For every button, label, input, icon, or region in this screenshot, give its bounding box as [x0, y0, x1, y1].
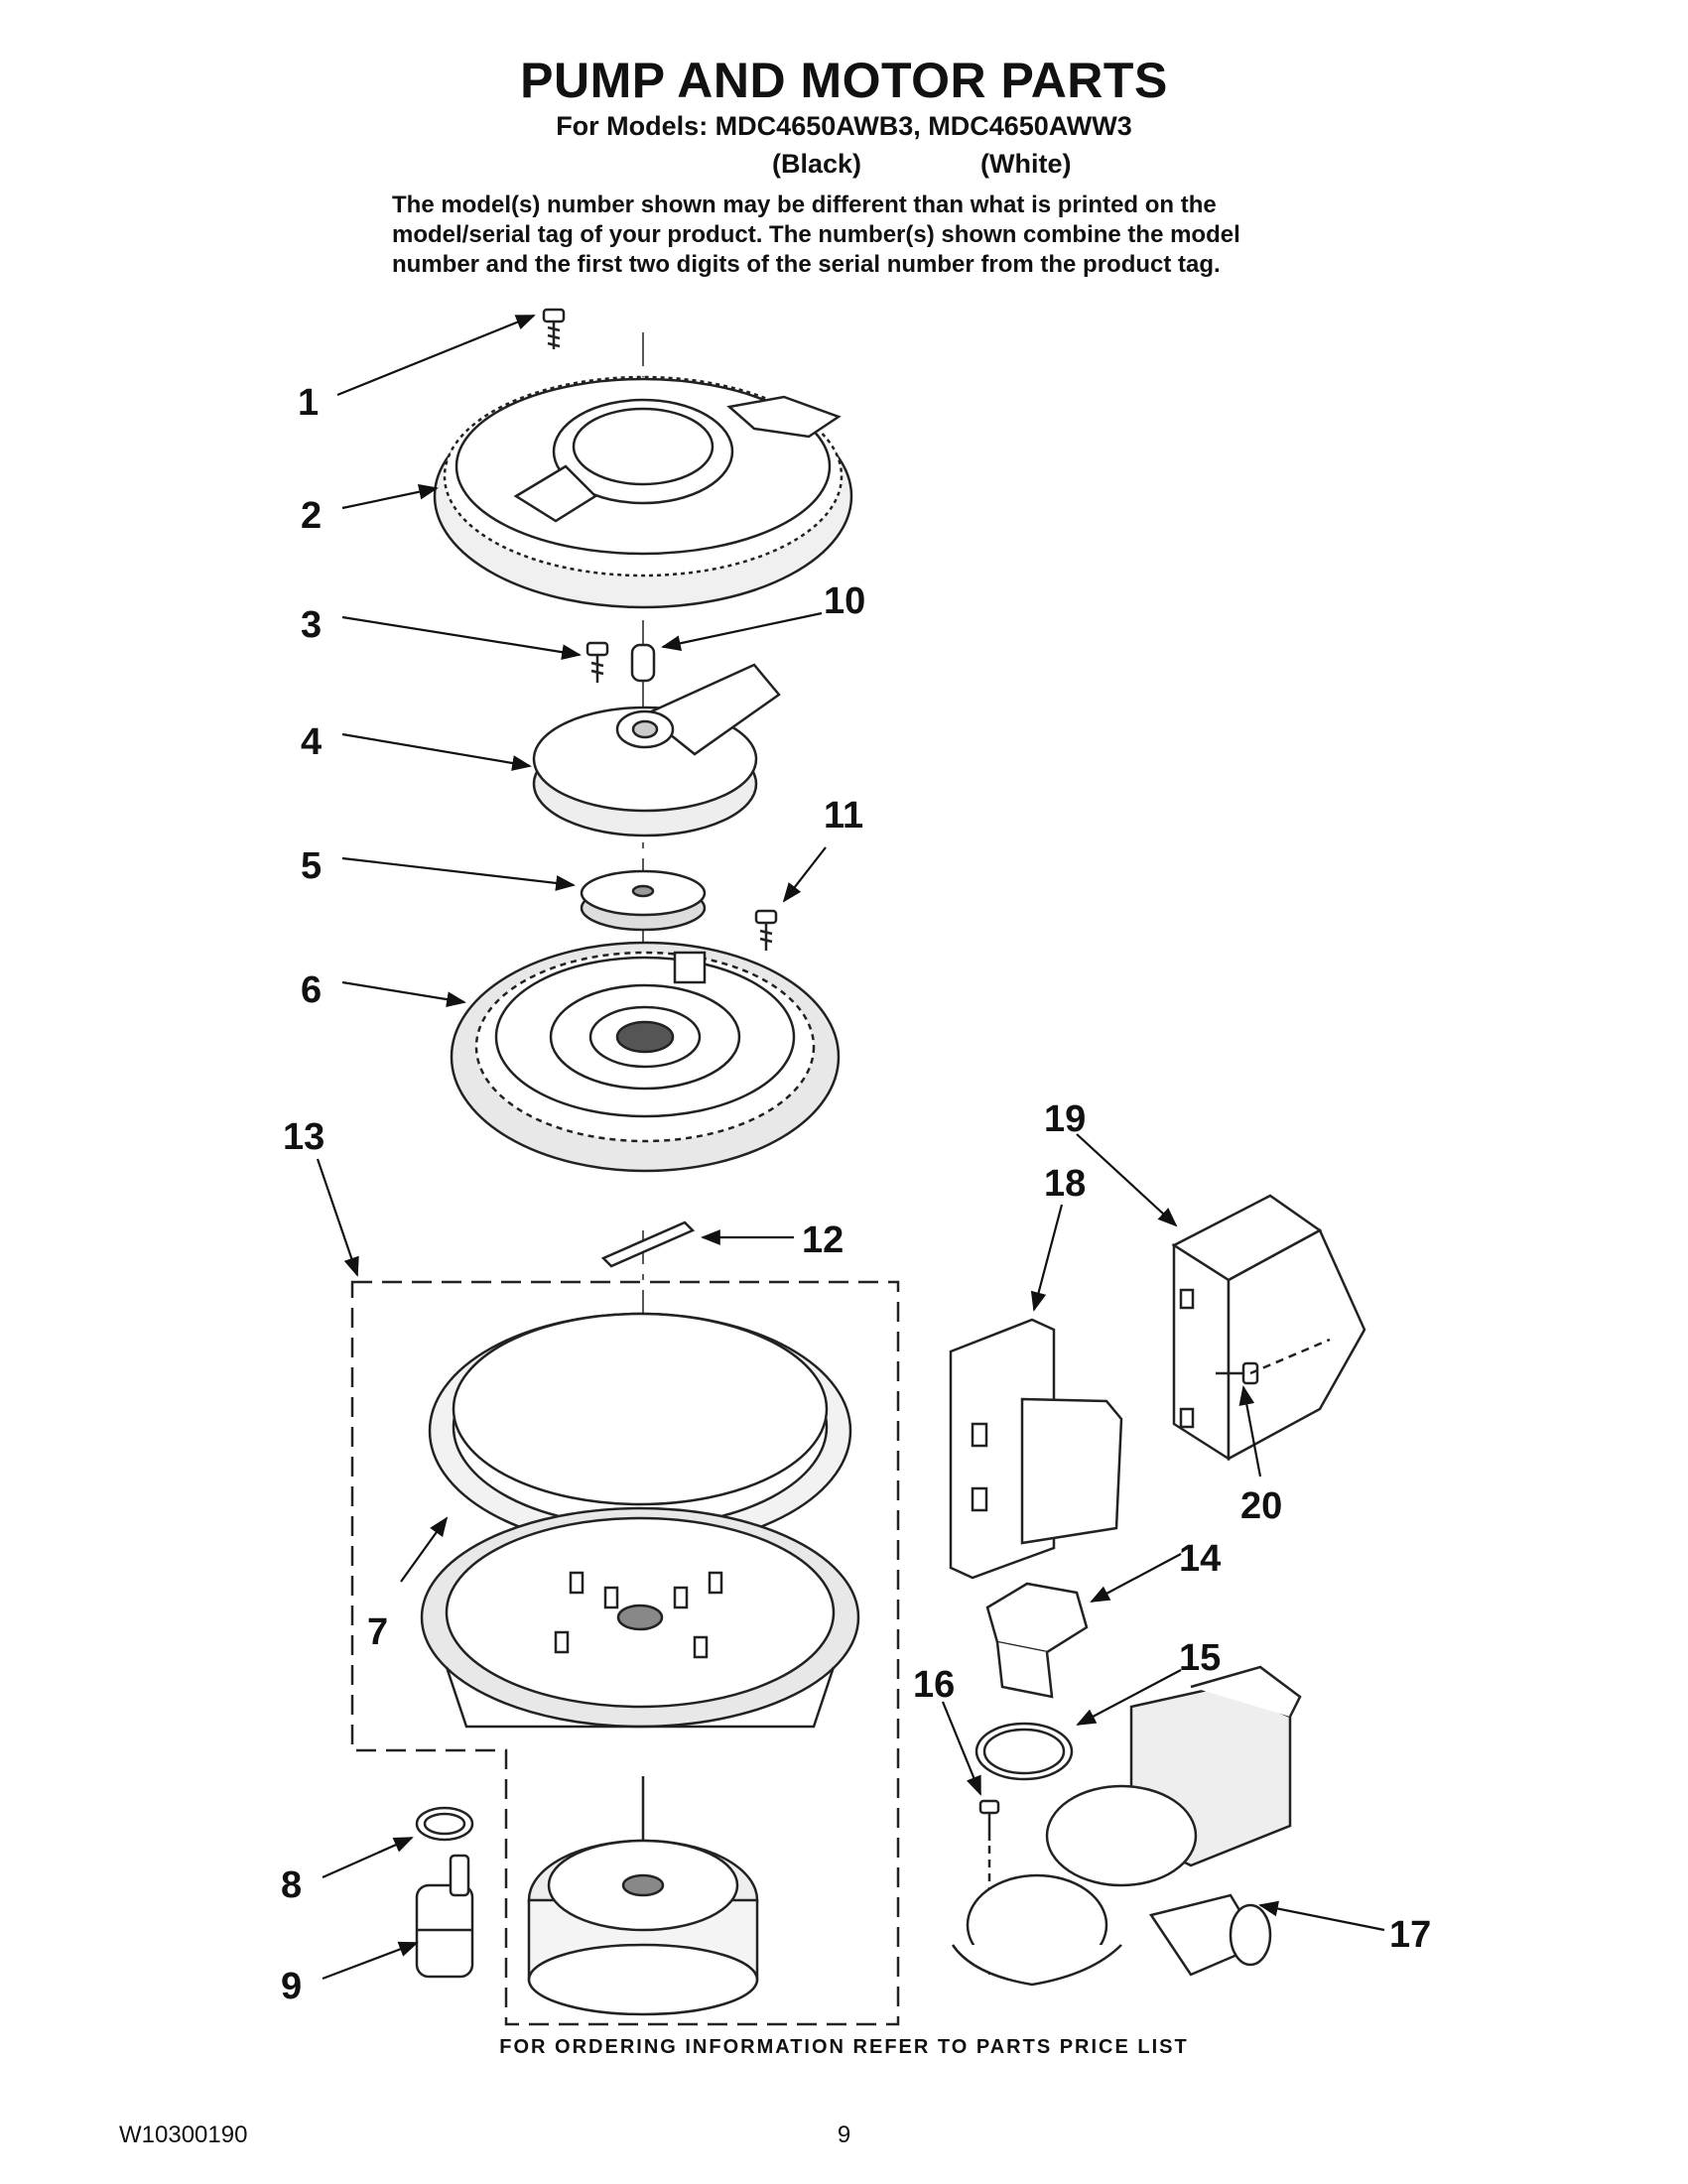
- part-3-screw: [585, 641, 609, 683]
- part-12-clip: [600, 1220, 696, 1268]
- part-9-valve: [415, 1854, 474, 1979]
- callout-20: 20: [1240, 1485, 1282, 1527]
- callout-3: 3: [301, 604, 322, 646]
- ordering-note: FOR ORDERING INFORMATION REFER TO PARTS …: [499, 2036, 1189, 2058]
- part-17-drain-pump: [951, 1665, 1302, 1987]
- leader-lines: [316, 314, 1385, 1981]
- part-15-gasket: [974, 1722, 1074, 1781]
- part-10-pin: [630, 643, 656, 683]
- part-20-screw: [1216, 1338, 1331, 1385]
- page-title: PUMP AND MOTOR PARTS: [520, 53, 1168, 108]
- callout-4: 4: [301, 721, 322, 763]
- callout-12: 12: [802, 1220, 844, 1261]
- part-5-impeller: [580, 869, 707, 932]
- part-11-screw: [754, 909, 778, 951]
- callout-19: 19: [1044, 1098, 1086, 1140]
- part-18-bracket: [949, 1318, 1123, 1580]
- part-14-collar: [985, 1582, 1089, 1699]
- callout-10: 10: [824, 580, 865, 622]
- callout-18: 18: [1044, 1163, 1086, 1205]
- variant-white-label: (White): [980, 149, 1072, 179]
- callout-5: 5: [301, 845, 322, 887]
- part-8-oring: [415, 1806, 474, 1842]
- callout-7: 7: [367, 1611, 388, 1653]
- callout-6: 6: [301, 969, 322, 1011]
- callout-8: 8: [281, 1864, 302, 1906]
- model-disclaimer: The model(s) number shown may be differe…: [392, 191, 1315, 280]
- part-7-sump: [420, 1312, 860, 1729]
- models-line: For Models: MDC4650AWB3, MDC4650AWW3: [556, 111, 1132, 141]
- motor: [527, 1776, 759, 2016]
- callout-15: 15: [1179, 1637, 1221, 1679]
- disclaimer-line: number and the first two digits of the s…: [392, 251, 1221, 278]
- document-number: W10300190: [119, 2121, 248, 2148]
- callout-14: 14: [1179, 1538, 1221, 1580]
- part-4-housing: [532, 663, 781, 837]
- callout-13: 13: [283, 1116, 325, 1158]
- disclaimer-line: model/serial tag of your product. The nu…: [392, 221, 1240, 248]
- callout-11: 11: [824, 795, 863, 836]
- part-2-cover: [433, 375, 853, 609]
- part-13-assembly-boundary: [350, 1280, 900, 2026]
- disclaimer-line: The model(s) number shown may be differe…: [392, 192, 1217, 218]
- part-6-pump-housing: [450, 941, 841, 1173]
- callout-1: 1: [298, 382, 319, 424]
- callout-17: 17: [1389, 1914, 1431, 1956]
- callout-2: 2: [301, 495, 322, 537]
- callout-16: 16: [913, 1664, 955, 1706]
- variant-black-label: (Black): [772, 149, 862, 179]
- callout-9: 9: [281, 1966, 302, 2007]
- part-1-screw: [542, 308, 566, 349]
- part-19-box: [1171, 1194, 1366, 1462]
- page-number: 9: [837, 2121, 851, 2148]
- part-16-screw: [978, 1799, 1000, 1975]
